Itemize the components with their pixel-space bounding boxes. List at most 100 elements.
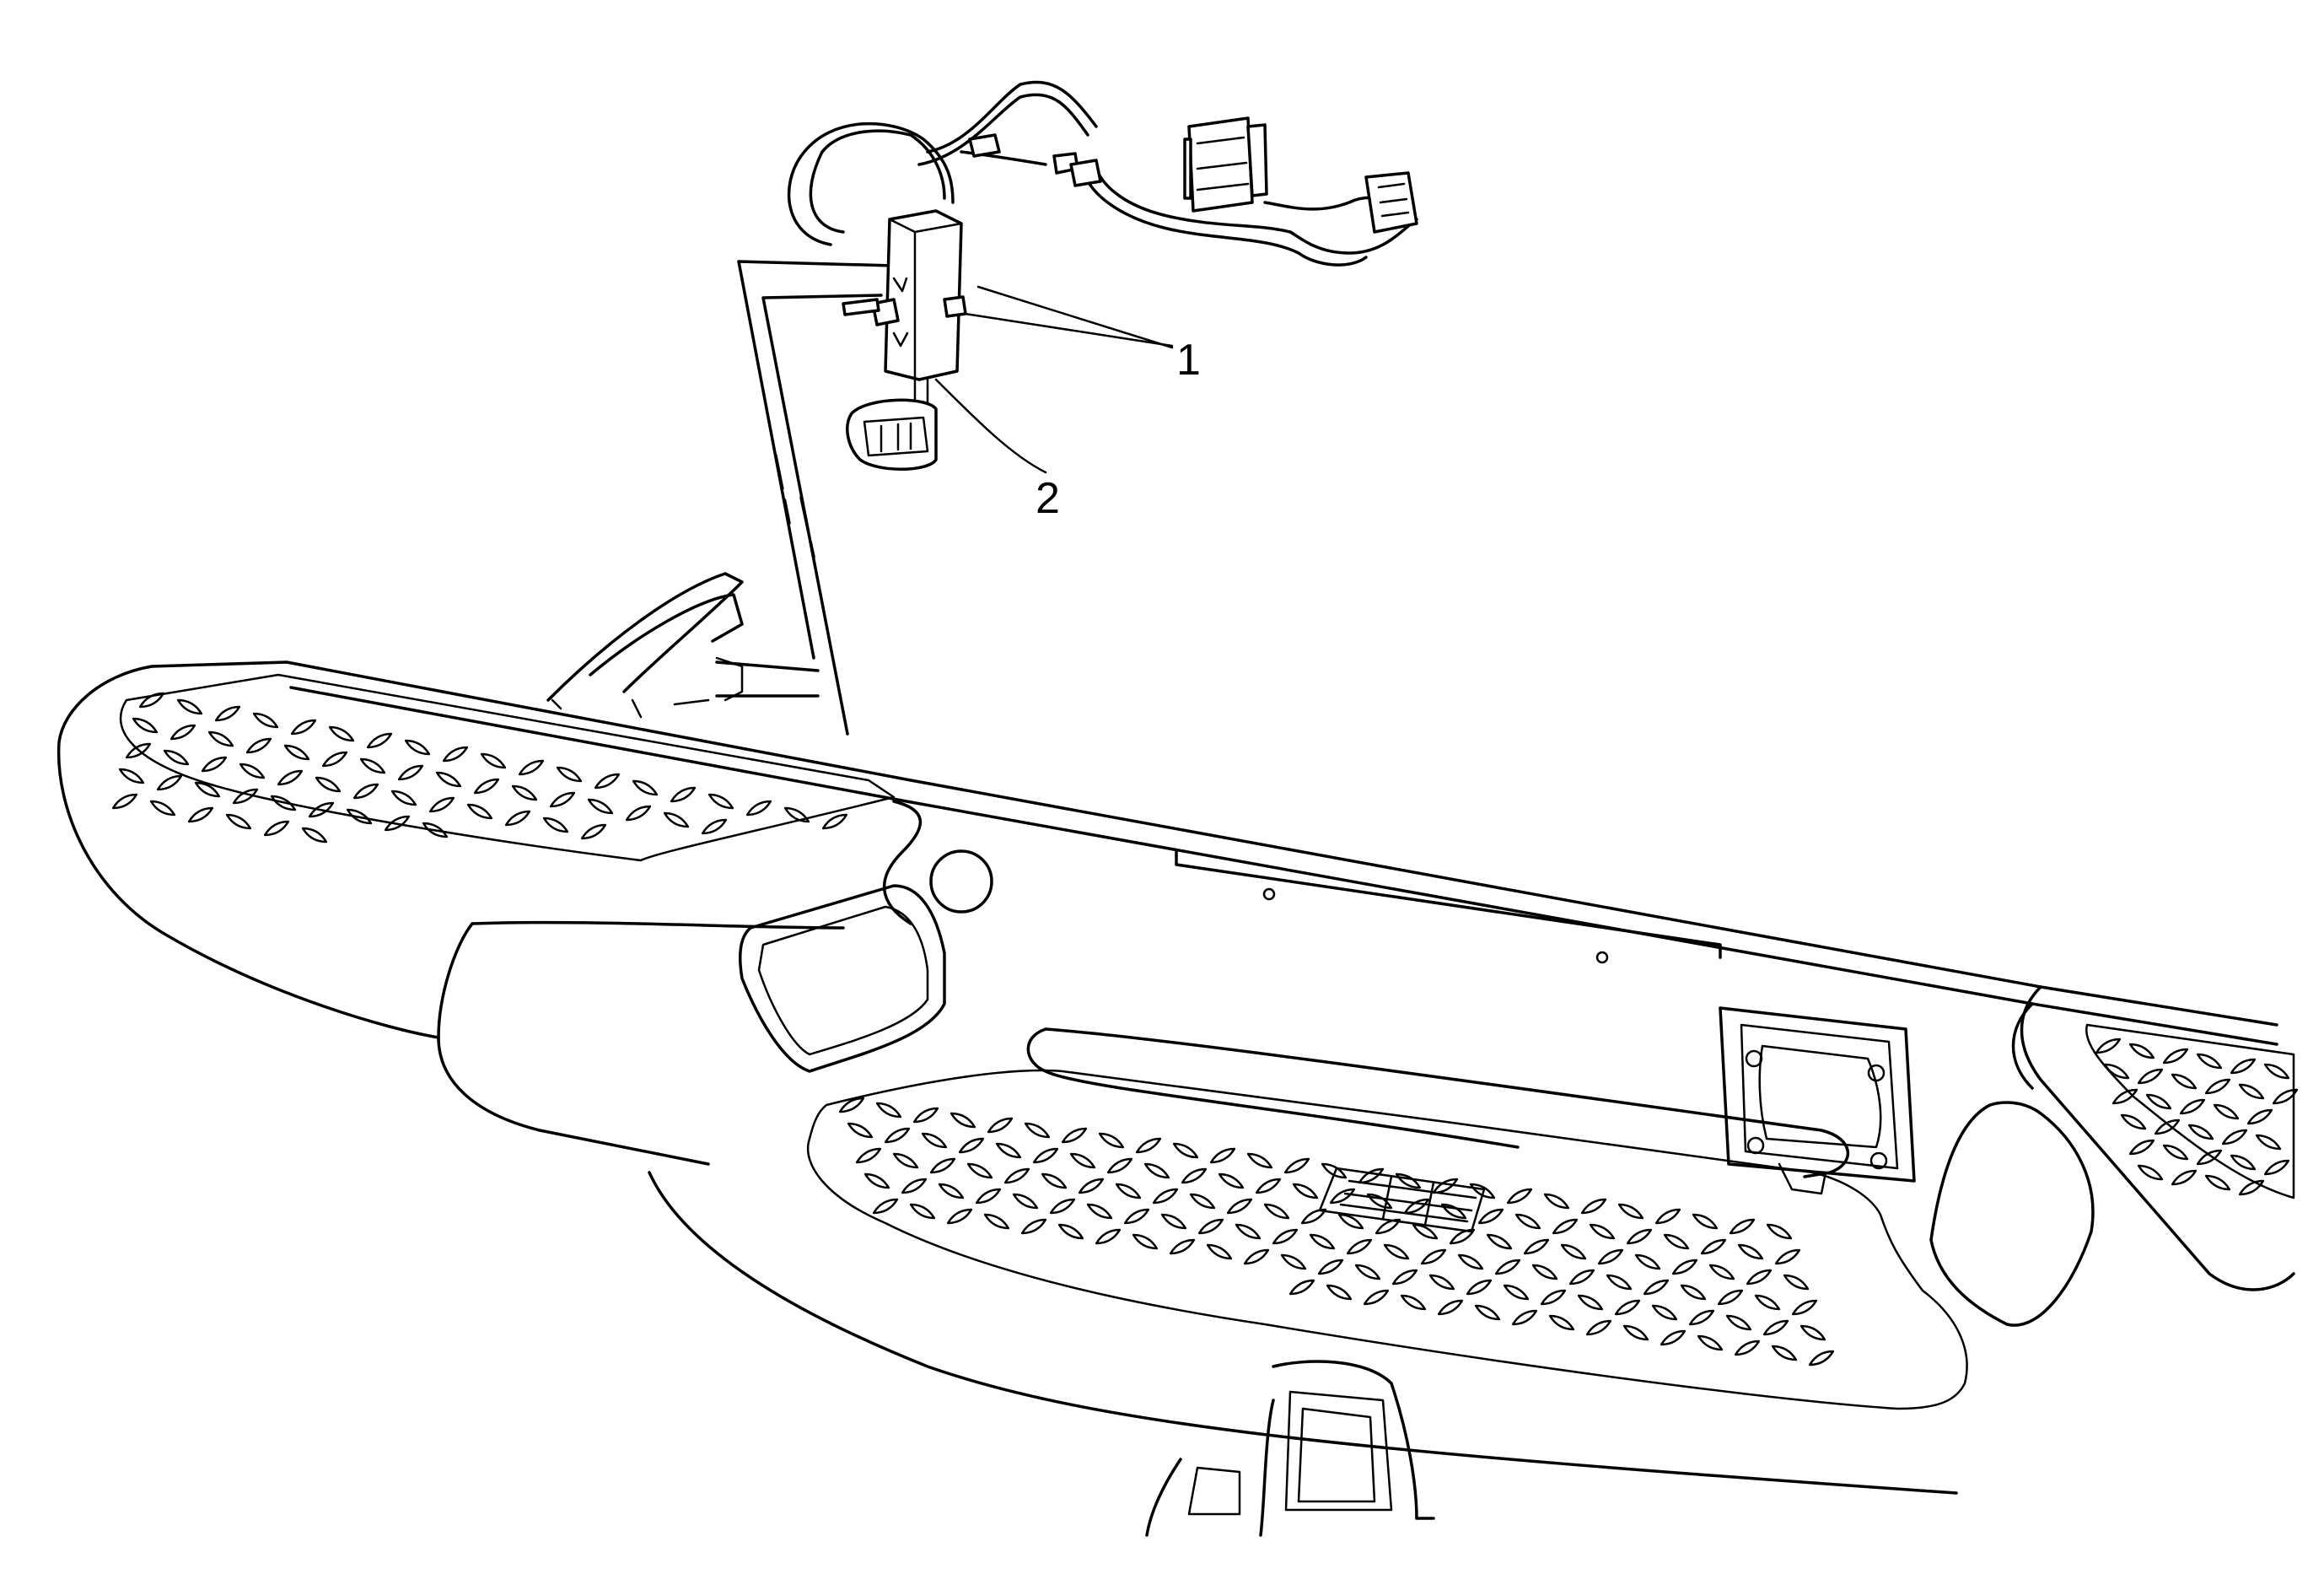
tread-diamond — [1383, 1243, 1410, 1260]
tread-diamond — [232, 788, 259, 805]
tread-diamond — [1474, 1304, 1501, 1321]
tread-diamond — [422, 822, 449, 838]
tread-diamond — [1255, 1178, 1282, 1194]
tread-diamond — [1086, 1203, 1113, 1220]
tread-diamond — [1660, 1329, 1687, 1346]
tread-diamond — [1486, 1233, 1513, 1250]
tread-diamond — [1617, 1203, 1644, 1220]
tread-diamond — [1123, 1208, 1150, 1225]
tread-diamond — [1272, 1228, 1299, 1245]
tread-diamond — [1580, 1198, 1607, 1215]
tread-diamond — [2230, 1058, 2257, 1075]
tread-diamond — [384, 815, 411, 832]
tread-diamond — [1024, 1122, 1051, 1139]
tread-diamond — [138, 692, 165, 709]
tread-diamond — [938, 1183, 965, 1199]
tread-diamond — [1189, 1193, 1216, 1210]
tread-diamond — [2204, 1174, 2231, 1191]
tread-diamond — [1160, 1213, 1187, 1230]
tread-diamond — [1651, 1304, 1678, 1321]
tread-diamond — [1292, 1183, 1319, 1199]
tread-diamond — [966, 1162, 993, 1179]
tread-diamond — [1577, 1294, 1604, 1311]
tread-diamond — [1614, 1299, 1641, 1316]
tread-diamond — [2095, 1038, 2122, 1054]
tread-diamond — [1300, 1208, 1327, 1225]
step-pad-tread-pattern — [111, 692, 2299, 1366]
tread-diamond — [1283, 1157, 1310, 1174]
tread-diamond — [1766, 1223, 1793, 1240]
tread-diamond — [1317, 1259, 1344, 1275]
tread-diamond — [2103, 1063, 2130, 1080]
tread-diamond — [875, 1102, 902, 1119]
tread-diamond — [163, 749, 190, 766]
tread-diamond — [2162, 1144, 2189, 1161]
tread-diamond — [1218, 1172, 1245, 1189]
tread-diamond — [909, 1203, 936, 1220]
tread-diamond — [352, 783, 379, 800]
tread-diamond — [892, 1152, 919, 1169]
tread-diamond — [1589, 1223, 1616, 1240]
tread-diamond — [1514, 1213, 1541, 1230]
tread-diamond — [1012, 1193, 1039, 1210]
tread-diamond — [1095, 1228, 1122, 1245]
tread-diamond — [1437, 1299, 1464, 1316]
tread-diamond — [346, 808, 373, 825]
tread-diamond — [111, 793, 138, 810]
tread-diamond — [1622, 1324, 1649, 1341]
tread-diamond — [995, 1142, 1022, 1159]
trailer-wiring-harness — [787, 80, 1418, 471]
tread-diamond — [821, 813, 848, 830]
tread-diamond — [2112, 1088, 2138, 1105]
tread-diamond — [435, 771, 462, 788]
tread-diamond — [1540, 1289, 1567, 1306]
tread-diamond — [901, 1178, 928, 1194]
tread-diamond — [1235, 1223, 1262, 1240]
tread-diamond — [1531, 1264, 1558, 1280]
tread-diamond — [315, 776, 342, 793]
tread-diamond — [1366, 1193, 1393, 1210]
tread-diamond — [1172, 1142, 1199, 1159]
tread-diamond — [442, 746, 469, 763]
tread-diamond — [2263, 1159, 2290, 1176]
tread-diamond — [1391, 1269, 1418, 1286]
tread-diamond — [397, 764, 424, 781]
tread-diamond — [1354, 1264, 1381, 1280]
tread-diamond — [428, 796, 455, 813]
tread-diamond — [1374, 1218, 1401, 1235]
tread-diamond — [1466, 1279, 1493, 1296]
tread-diamond — [745, 800, 772, 817]
tread-diamond — [1206, 1243, 1233, 1260]
tread-diamond — [580, 823, 607, 840]
tread-diamond — [480, 752, 507, 769]
tread-diamond — [1700, 1238, 1727, 1255]
tread-diamond — [1243, 1248, 1270, 1265]
tread-diamond — [1725, 1314, 1752, 1331]
tread-diamond — [1754, 1294, 1781, 1311]
tread-diamond — [1143, 1162, 1170, 1179]
tread-diamond — [2171, 1169, 2198, 1186]
tread-diamond — [207, 730, 234, 747]
tread-diamond — [884, 1127, 911, 1144]
tread-diamond — [872, 1198, 899, 1215]
tread-diamond — [1783, 1274, 1810, 1291]
tread-diamond — [1449, 1228, 1476, 1245]
tread-diamond — [1552, 1218, 1579, 1235]
tread-diamond — [2137, 1068, 2164, 1085]
tread-diamond — [2179, 1098, 2206, 1115]
tread-diamond — [328, 725, 355, 742]
tread-diamond — [214, 705, 241, 722]
tread-diamond — [308, 801, 335, 818]
tread-diamond — [1020, 1218, 1047, 1235]
tread-diamond — [270, 795, 297, 811]
tread-diamond — [2128, 1139, 2155, 1156]
tread-diamond — [1337, 1213, 1364, 1230]
tread-diamond — [1432, 1178, 1459, 1194]
tread-diamond — [366, 732, 393, 749]
tread-diamond — [2238, 1083, 2265, 1100]
tread-diamond — [225, 813, 252, 830]
tread-diamond — [169, 724, 196, 741]
tread-diamond — [1326, 1284, 1353, 1301]
tread-diamond — [670, 786, 697, 803]
tread-diamond — [1697, 1334, 1724, 1351]
